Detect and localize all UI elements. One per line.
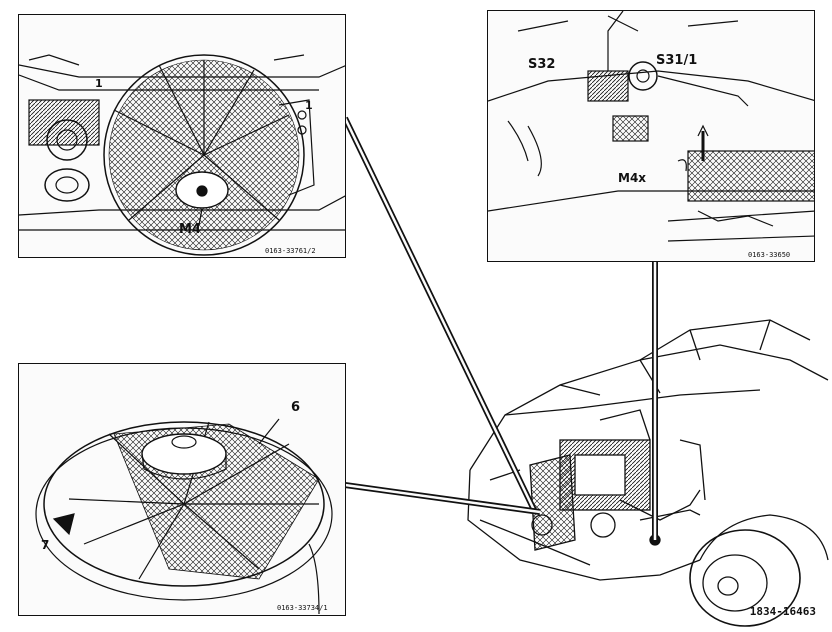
switch-detail-illustration bbox=[488, 11, 814, 242]
label-m4x: M4x bbox=[618, 171, 647, 185]
panel-code: 0163-33734/1 bbox=[277, 604, 328, 612]
panel-switch-detail: S32 S31/1 M4x 0163-33650 bbox=[487, 10, 815, 262]
fan-front-illustration bbox=[19, 54, 345, 256]
label-1-left: 1 bbox=[95, 77, 103, 90]
label-m4: M4 bbox=[179, 222, 201, 237]
car-illustration bbox=[467, 319, 829, 627]
label-1-right: 1 bbox=[305, 99, 313, 112]
figure-number: 1834-16463 bbox=[749, 605, 816, 618]
panel-code: 0163-33761/2 bbox=[265, 247, 316, 255]
label-6: 6 bbox=[291, 400, 301, 415]
label-s31-1: S31/1 bbox=[656, 53, 698, 68]
label-s32: S32 bbox=[528, 57, 556, 72]
panel-code: 0163-33650 bbox=[748, 251, 791, 259]
leader-lines bbox=[342, 116, 658, 540]
fan-side-illustration bbox=[35, 418, 333, 615]
panel-fan-side-view: 6 7 0163-33734/1 bbox=[18, 363, 346, 616]
label-7: 7 bbox=[41, 538, 50, 552]
panel-fan-front-view: 1 1 M4 0163-33761/2 bbox=[18, 14, 346, 258]
